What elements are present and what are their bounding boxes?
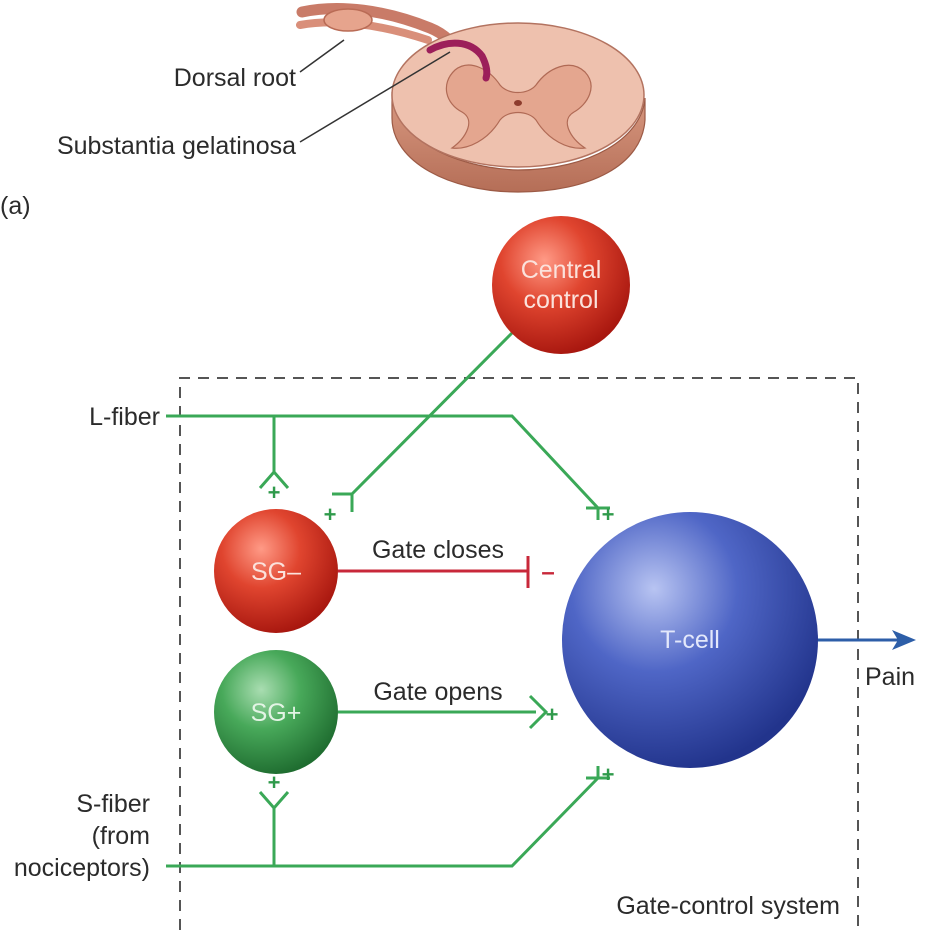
l-fiber-label: L-fiber bbox=[89, 403, 160, 431]
spinal-cord-illustration bbox=[296, 3, 646, 193]
plus-sign-central-sg: + bbox=[324, 502, 337, 527]
t-cell-node: T-cell bbox=[562, 512, 818, 768]
pain-label: Pain bbox=[865, 663, 915, 691]
sg-minus-node: SG– bbox=[214, 509, 338, 633]
substantia-gelatinosa-label: Substantia gelatinosa bbox=[57, 132, 296, 160]
plus-sign-lfiber-sg: + bbox=[268, 480, 281, 505]
minus-sign-inhibition: – bbox=[541, 559, 554, 586]
plus-sign-sfiber-tcell: + bbox=[602, 762, 615, 787]
gate-closes-label: Gate closes bbox=[372, 536, 504, 564]
plus-sign-sgplus-tcell: + bbox=[546, 702, 559, 727]
sg-minus-label: SG– bbox=[251, 558, 301, 586]
gate-control-system-label: Gate-control system bbox=[616, 892, 840, 920]
panel-a-label: (a) bbox=[0, 192, 31, 220]
gate-opens-label: Gate opens bbox=[373, 678, 502, 706]
dorsal-root-label: Dorsal root bbox=[174, 64, 296, 92]
sg-plus-node: SG+ bbox=[214, 650, 338, 774]
t-cell-label: T-cell bbox=[660, 626, 720, 654]
fiber-connections bbox=[166, 331, 916, 868]
plus-sign-sfiber-sg: + bbox=[268, 770, 281, 795]
gate-control-system-box bbox=[179, 377, 859, 930]
plus-sign-lfiber-tcell: + bbox=[602, 502, 615, 527]
sg-plus-label: SG+ bbox=[251, 699, 302, 727]
